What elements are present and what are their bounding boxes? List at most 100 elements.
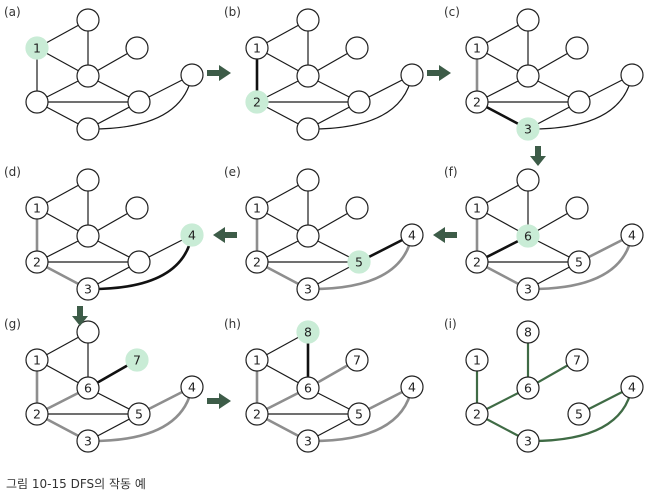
node-4 [620,375,644,399]
node-label: 1 [473,201,481,216]
node-8 [516,320,540,344]
edge-3-4 [527,386,634,443]
panel-label: (b) [224,5,241,19]
node-6 [296,224,320,248]
node-8 [76,168,100,192]
step-arrow-down-icon [530,146,546,166]
node-label: 2 [473,255,481,270]
node-1 [25,348,49,372]
node-label: 2 [253,407,261,422]
node-5 [347,250,371,274]
panel-label: (d) [4,165,21,179]
node-5 [567,90,591,114]
node-2 [245,250,269,274]
node-3 [516,117,540,141]
step-arrow-right-icon [207,65,231,81]
node-2 [25,250,49,274]
node-label: 4 [408,228,416,243]
node-4 [400,63,424,87]
node-label: 6 [84,381,92,396]
node-2 [465,90,489,114]
node-6 [516,64,540,88]
node-label: 8 [304,325,312,340]
node-4 [180,375,204,399]
step-arrow-right-icon [207,393,231,409]
node-3 [296,429,320,453]
node-7 [125,196,149,220]
node-label: 7 [353,353,361,368]
node-8 [516,8,540,32]
node-8 [516,168,540,192]
panel-c: (c)123 [444,5,644,141]
node-5 [127,250,151,274]
node-4 [180,223,204,247]
node-label: 3 [84,434,92,449]
node-5 [347,402,371,426]
node-2 [465,250,489,274]
node-label: 4 [628,380,636,395]
node-label: 5 [135,407,143,422]
step-arrow-left-icon [213,227,237,243]
node-7 [565,196,589,220]
panel-label: (i) [444,317,457,331]
node-label: 6 [304,381,312,396]
node-4 [400,223,424,247]
node-5 [567,250,591,274]
node-2 [245,402,269,426]
edge-3-4 [307,74,413,130]
node-label: 2 [253,255,261,270]
node-4 [620,223,644,247]
edge-3-4 [307,234,414,291]
node-label: 2 [473,95,481,110]
node-1 [245,36,269,60]
edge-3-4 [527,74,633,130]
node-8 [76,320,100,344]
node-8 [296,168,320,192]
node-7 [345,196,369,220]
node-7 [125,348,149,372]
node-8 [296,320,320,344]
node-6 [76,376,100,400]
node-label: 2 [33,255,41,270]
node-label: 7 [573,353,581,368]
node-6 [76,224,100,248]
node-label: 2 [253,95,261,110]
node-label: 1 [253,353,261,368]
node-7 [125,36,149,60]
node-1 [465,36,489,60]
node-8 [296,8,320,32]
node-5 [127,402,151,426]
node-1 [245,196,269,220]
edge-3-4 [87,234,194,291]
node-label: 5 [355,255,363,270]
node-label: 2 [473,407,481,422]
panel-b: (b)12 [224,5,424,141]
edge-3-4 [527,234,634,291]
panel-label: (h) [224,317,241,331]
node-label: 1 [33,353,41,368]
edge-3-4 [87,74,193,130]
node-label: 4 [188,228,196,243]
node-3 [516,429,540,453]
node-3 [76,429,100,453]
edge-3-4 [87,386,194,443]
node-7 [565,348,589,372]
node-label: 2 [33,407,41,422]
panel-label: (e) [224,165,241,179]
panel-label: (a) [4,5,21,19]
node-label: 1 [473,41,481,56]
node-1 [25,196,49,220]
node-1 [465,348,489,372]
node-4 [620,63,644,87]
node-5 [127,90,151,114]
node-label: 8 [524,325,532,340]
node-6 [296,64,320,88]
node-3 [296,117,320,141]
node-3 [76,277,100,301]
node-label: 3 [304,282,312,297]
panel-a: (a)1 [4,5,204,141]
